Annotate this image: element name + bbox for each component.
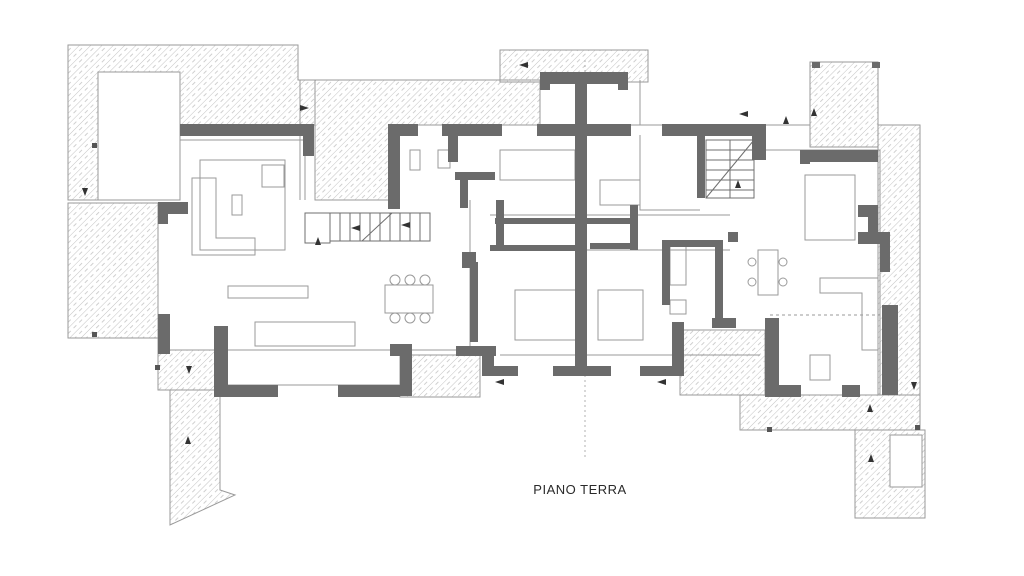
bed-right xyxy=(597,289,644,341)
arrow-up-icon xyxy=(867,404,873,412)
sofa-l xyxy=(191,177,256,256)
level-arrows xyxy=(82,62,917,462)
bathroom-fixture xyxy=(409,149,421,171)
arrow-up-icon xyxy=(185,436,191,444)
kitchen-island xyxy=(254,321,356,347)
paving-southeast xyxy=(739,394,921,431)
arrow-down-icon xyxy=(82,188,88,196)
paving-north-court xyxy=(314,79,541,201)
arrow-right-icon xyxy=(300,105,309,111)
bed-upper-right xyxy=(599,179,641,206)
arrow-left-icon xyxy=(401,222,410,228)
east-counter xyxy=(804,174,856,241)
paving-south-right xyxy=(679,329,766,396)
paving-west-terrace xyxy=(67,202,159,339)
kitchen-counter xyxy=(227,285,309,299)
dining-table xyxy=(384,284,434,314)
east-box xyxy=(889,434,923,488)
stairs-west xyxy=(304,212,431,244)
arrow-left-icon xyxy=(739,111,748,117)
column-markers xyxy=(92,143,920,432)
armchair xyxy=(261,164,285,188)
arrow-down-icon xyxy=(911,382,917,390)
arrow-left-icon xyxy=(495,379,504,385)
arrow-up-icon xyxy=(735,180,741,188)
arrow-up-icon xyxy=(811,108,817,116)
garden-bed xyxy=(97,71,181,201)
arrow-up-icon xyxy=(868,454,874,462)
arrow-left-icon xyxy=(351,225,360,231)
arrow-up-icon xyxy=(315,237,321,245)
coffee-table xyxy=(231,194,243,216)
east-armchair xyxy=(809,354,831,381)
furniture xyxy=(191,149,879,381)
east-sofa xyxy=(819,277,879,351)
exterior-paving xyxy=(67,44,926,526)
walls xyxy=(158,62,898,397)
paving-south-stair xyxy=(169,389,237,526)
paving-northeast xyxy=(809,61,879,148)
bed-upper-left xyxy=(499,149,576,181)
living-rug xyxy=(199,159,286,251)
arrow-left-icon xyxy=(519,62,528,68)
stairs-east xyxy=(705,139,755,199)
arrow-up-icon xyxy=(783,116,789,124)
bed-left xyxy=(514,289,581,341)
plan-title: PIANO TERRA xyxy=(533,482,627,497)
arrow-left-icon xyxy=(657,379,666,385)
east-table xyxy=(757,249,779,296)
arrow-down-icon xyxy=(186,366,192,374)
